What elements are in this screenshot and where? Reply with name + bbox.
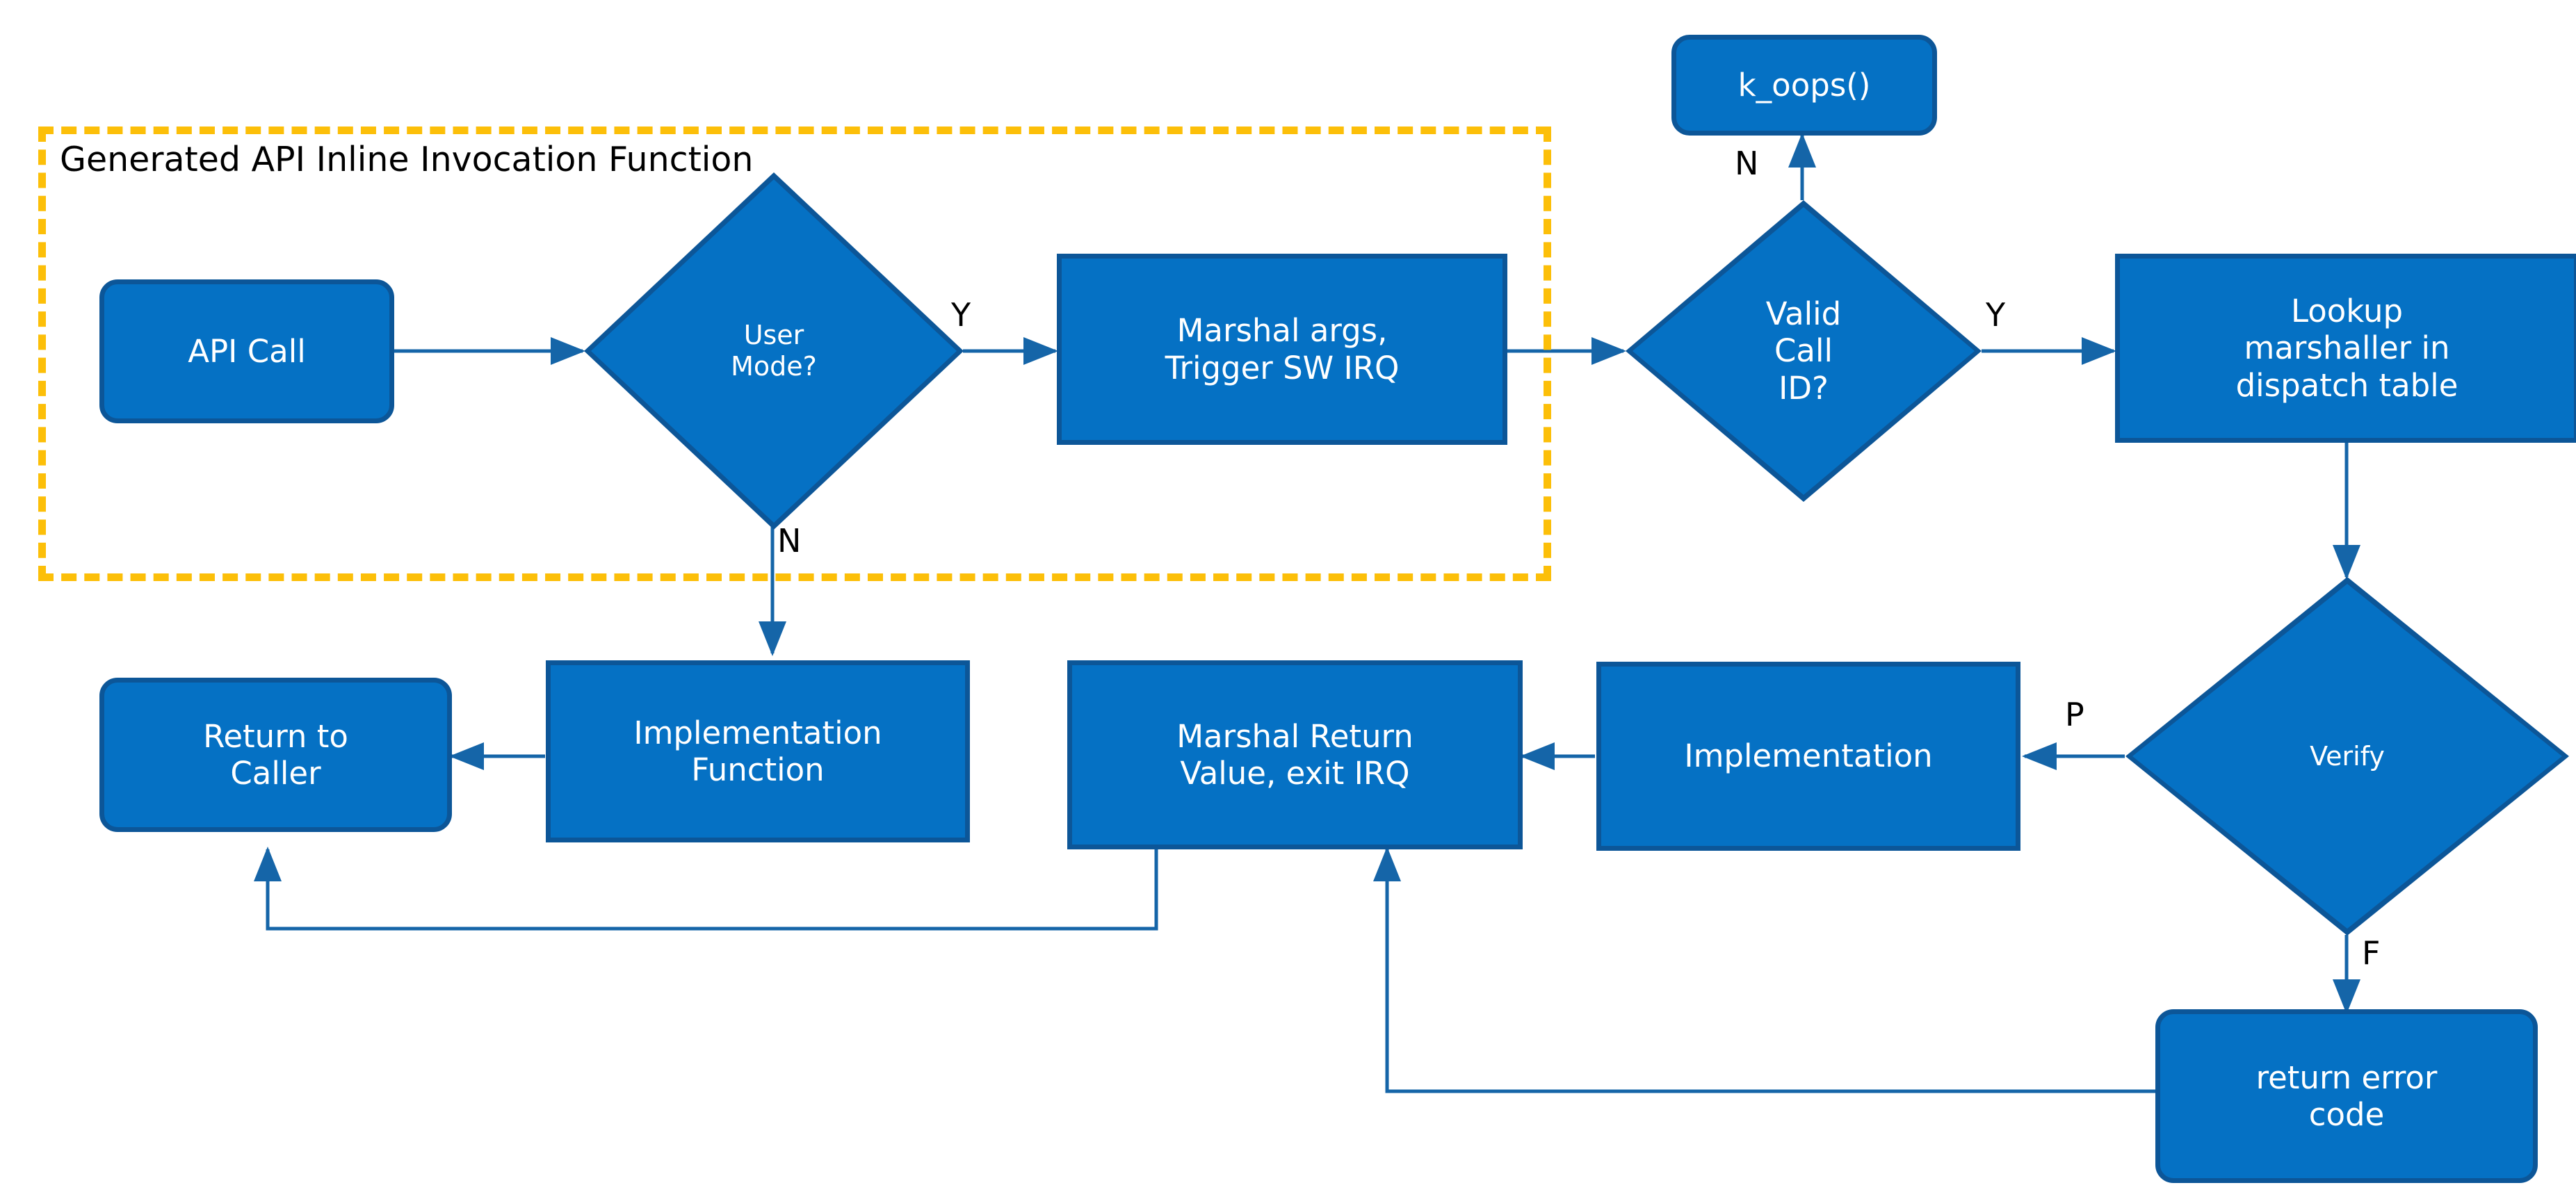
- node-k-oops[interactable]: k_oops(): [1671, 35, 1937, 136]
- edge-label-valid-call-id-no: N: [1735, 145, 1759, 182]
- edge-label-user-mode-no: N: [777, 522, 802, 560]
- node-marshal-args-label: Marshal args, Trigger SW IRQ: [1165, 312, 1400, 386]
- node-verify-label: Verify: [2310, 740, 2385, 772]
- node-return-to-caller[interactable]: Return to Caller: [99, 678, 452, 832]
- node-implementation[interactable]: Implementation: [1596, 662, 2020, 851]
- node-valid-call-id-label: Valid Call ID?: [1765, 295, 1842, 407]
- node-marshal-args[interactable]: Marshal args, Trigger SW IRQ: [1057, 254, 1507, 445]
- node-return-error-code-label: return error code: [2255, 1059, 2438, 1133]
- node-implementation-function[interactable]: Implementation Function: [546, 660, 970, 842]
- node-verify-decision[interactable]: Verify: [2125, 577, 2569, 936]
- edge-return-error-code-to-marshal-return: [1373, 846, 2155, 1093]
- edge-label-valid-call-id-yes: Y: [1986, 296, 2006, 334]
- edge-label-user-mode-yes: Y: [951, 296, 971, 334]
- node-implementation-function-label: Implementation Function: [633, 714, 882, 788]
- edge-marshal-return-to-return-to-caller: [254, 846, 1158, 931]
- generated-api-inline-invocation-function-group: [38, 127, 1551, 581]
- node-return-to-caller-label: Return to Caller: [203, 717, 348, 792]
- node-lookup-marshaller-label: Lookup marshaller in dispatch table: [2235, 293, 2458, 404]
- node-api-call[interactable]: API Call: [99, 279, 394, 423]
- edge-label-verify-fail: F: [2362, 934, 2381, 972]
- node-k-oops-label: k_oops(): [1737, 66, 1871, 104]
- node-valid-call-id-decision[interactable]: Valid Call ID?: [1626, 200, 1982, 502]
- group-title-label: Generated API Inline Invocation Function: [60, 140, 754, 179]
- node-return-error-code[interactable]: return error code: [2155, 1009, 2538, 1183]
- node-marshal-return-label: Marshal Return Value, exit IRQ: [1176, 717, 1413, 792]
- node-user-mode-label: User Mode?: [731, 320, 817, 382]
- edge-label-verify-pass: P: [2065, 696, 2084, 733]
- node-implementation-label: Implementation: [1684, 737, 1933, 775]
- node-lookup-marshaller[interactable]: Lookup marshaller in dispatch table: [2115, 254, 2576, 443]
- node-marshal-return[interactable]: Marshal Return Value, exit IRQ: [1067, 660, 1523, 849]
- node-api-call-label: API Call: [188, 332, 306, 370]
